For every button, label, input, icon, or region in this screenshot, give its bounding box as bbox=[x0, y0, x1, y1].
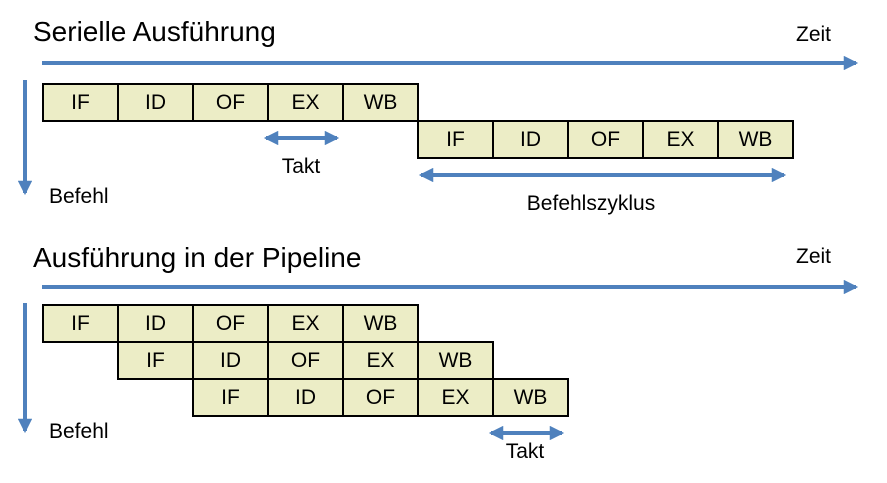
stage-cell: OF bbox=[567, 120, 644, 159]
stage-cell: OF bbox=[342, 378, 419, 417]
stage-cell: IF bbox=[42, 304, 119, 343]
stage-cell: WB bbox=[342, 83, 419, 122]
section-title-pipeline: Ausführung in der Pipeline bbox=[33, 242, 362, 273]
stage-cell: EX bbox=[267, 304, 344, 343]
stage-cell: WB bbox=[717, 120, 794, 159]
stage-cell: OF bbox=[192, 83, 269, 122]
stage-cell: ID bbox=[267, 378, 344, 417]
pipeline-instruction-2-row: IF ID OF EX WB bbox=[117, 341, 494, 380]
zeit-label-pipeline: Zeit bbox=[796, 245, 832, 268]
takt-label-serial: Takt bbox=[281, 155, 321, 178]
stage-cell: IF bbox=[192, 378, 269, 417]
stage-cell: OF bbox=[192, 304, 269, 343]
stage-cell: EX bbox=[642, 120, 719, 159]
stage-cell: ID bbox=[192, 341, 269, 380]
stage-cell: ID bbox=[492, 120, 569, 159]
pipeline-instruction-3-row: IF ID OF EX WB bbox=[192, 378, 569, 417]
stage-cell: EX bbox=[342, 341, 419, 380]
stage-cell: EX bbox=[417, 378, 494, 417]
stage-cell: WB bbox=[342, 304, 419, 343]
stage-cell: ID bbox=[117, 83, 194, 122]
stage-cell: IF bbox=[417, 120, 494, 159]
zeit-label-serial: Zeit bbox=[796, 23, 832, 46]
stage-cell: WB bbox=[417, 341, 494, 380]
section-title-serial: Serielle Ausführung bbox=[33, 16, 276, 47]
stage-cell: OF bbox=[267, 341, 344, 380]
serial-instruction-1-row: IF ID OF EX WB bbox=[42, 83, 419, 122]
befehl-label-pipeline: Befehl bbox=[49, 420, 109, 443]
pipeline-instruction-1-row: IF ID OF EX WB bbox=[42, 304, 419, 343]
stage-cell: IF bbox=[117, 341, 194, 380]
stage-cell: IF bbox=[42, 83, 119, 122]
stage-cell: WB bbox=[492, 378, 569, 417]
stage-cell: ID bbox=[117, 304, 194, 343]
befehl-label-serial: Befehl bbox=[49, 185, 109, 208]
stage-cell: EX bbox=[267, 83, 344, 122]
takt-label-pipeline: Takt bbox=[505, 440, 545, 463]
serial-instruction-2-row: IF ID OF EX WB bbox=[417, 120, 794, 159]
befehlszyklus-label: Befehlszyklus bbox=[526, 192, 656, 215]
